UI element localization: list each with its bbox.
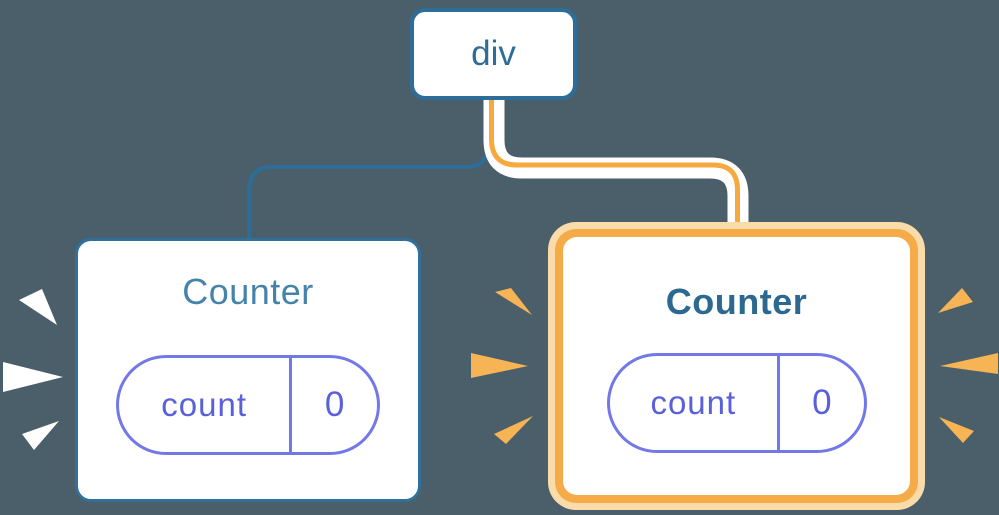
left-state-pill: count 0 [116,355,380,455]
spark-wedge-white-icon [3,362,63,392]
spark-wedge-orange-icon [939,417,974,443]
spark-wedge-orange-icon [471,353,528,378]
right-counter-highlight-glow: Counter count 0 [548,222,925,510]
right-state-pill: count 0 [606,353,867,453]
spark-wedge-white-icon [19,289,57,325]
right-counter-title: Counter [665,281,808,322]
spark-wedge-orange-icon [495,288,532,315]
left-counter-title: Counter [182,271,314,312]
spark-burst-right [938,288,998,443]
connector-highlight-orange [489,96,740,226]
root-div-node: div [410,8,577,100]
spark-wedge-orange-icon [938,288,973,313]
right-counter-highlight-ring: Counter count 0 [555,229,918,503]
spark-wedge-orange-icon [940,353,998,374]
right-counter-card: Counter count 0 [563,237,910,495]
spark-burst-middle [471,288,533,444]
right-state-name: count [610,356,781,450]
connector-blue [247,100,490,240]
left-state-name: count [119,358,293,452]
connector-highlight-tube [483,96,749,226]
root-div-label: div [471,34,516,73]
spark-burst-left [3,289,63,450]
spark-wedge-orange-icon [494,416,533,444]
right-state-value: 0 [812,383,832,422]
left-counter-card: Counter count 0 [75,238,421,502]
left-state-value: 0 [324,385,345,424]
spark-wedge-white-icon [22,421,59,450]
